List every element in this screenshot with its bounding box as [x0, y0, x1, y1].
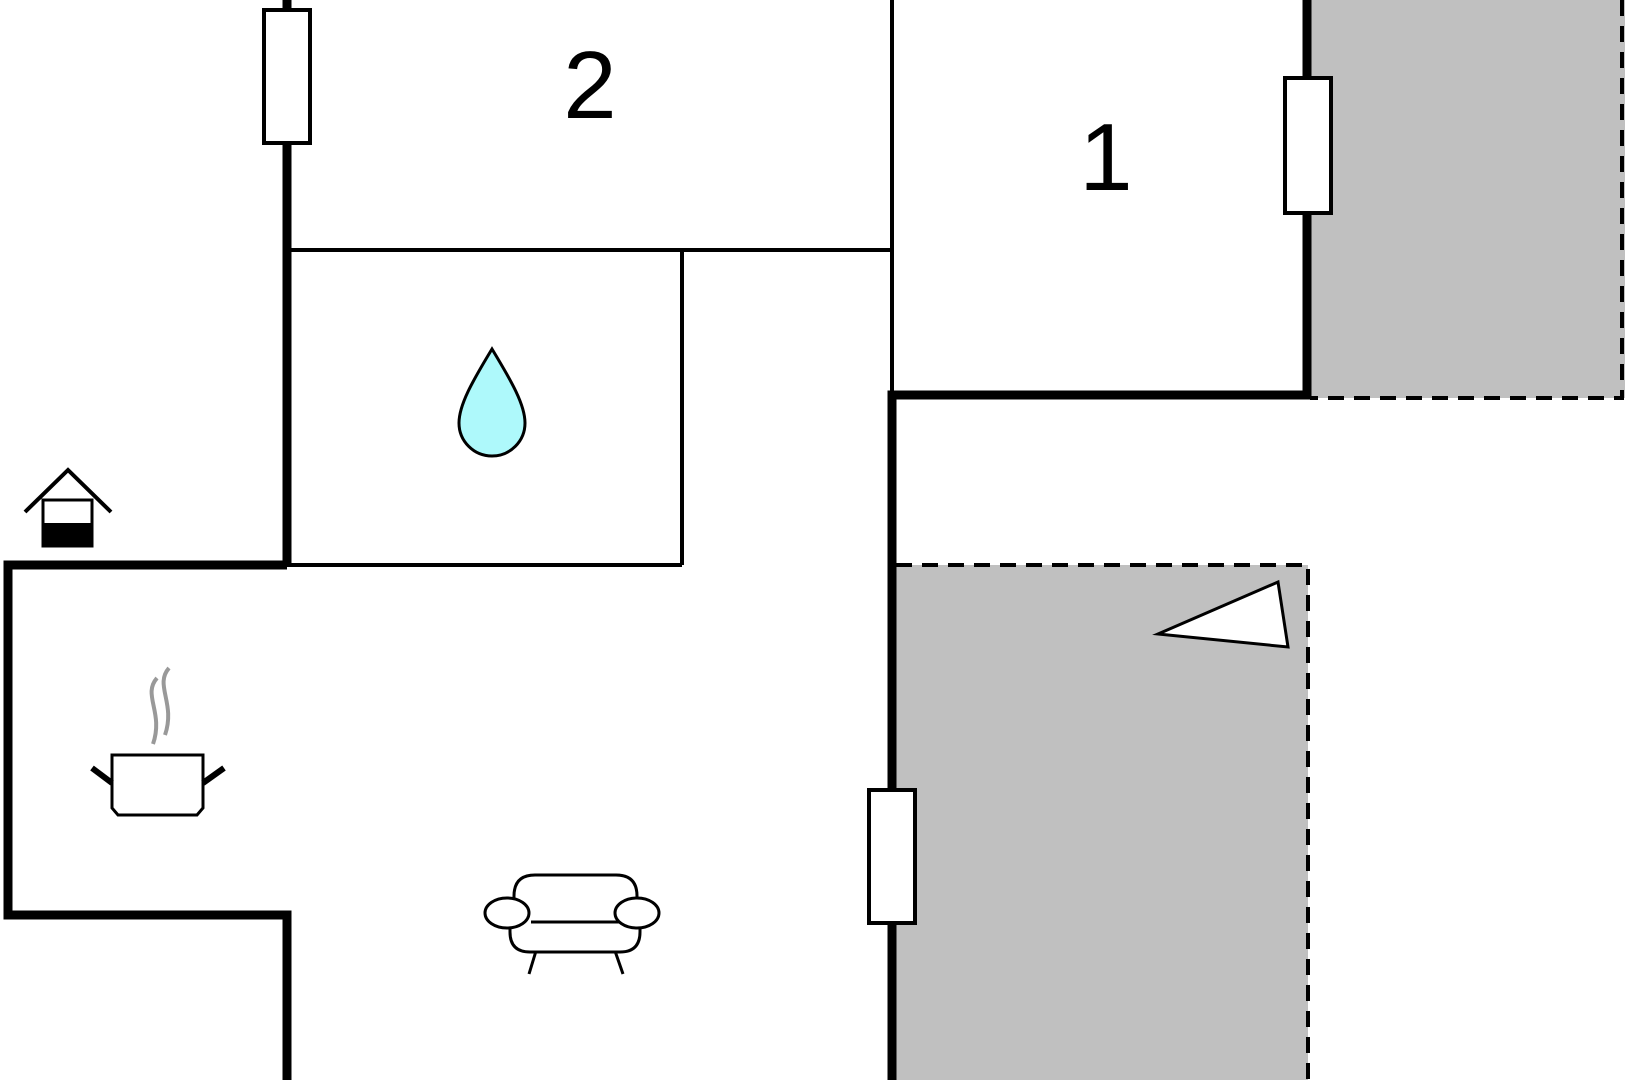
water-drop-icon: [457, 346, 527, 458]
windows: [262, 8, 1333, 925]
terrace-top-right: [1310, 0, 1625, 400]
room-label-1: 1: [1079, 104, 1132, 211]
sofa-icon: [483, 873, 661, 975]
interior-walls: [287, 0, 894, 567]
terrace-bottom: [896, 563, 1310, 1080]
window-middle: [867, 788, 917, 925]
window-left: [262, 8, 312, 145]
cooking-pot-icon: [90, 666, 226, 817]
room-label-2: 2: [563, 32, 616, 139]
triangle-sunlounger-icon: [1152, 579, 1290, 649]
window-right: [1283, 76, 1333, 215]
house-icon: [23, 467, 113, 548]
